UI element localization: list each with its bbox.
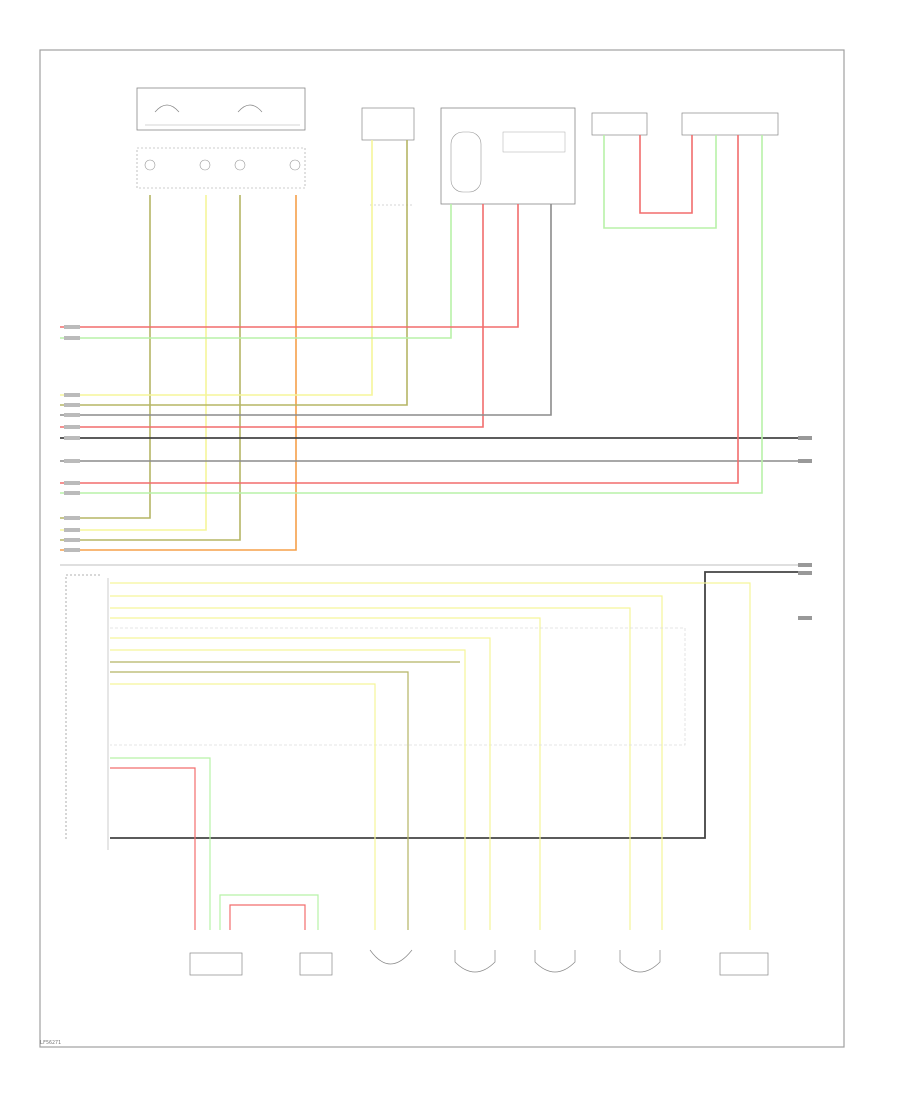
airbag-module xyxy=(65,574,109,850)
diagram-frame xyxy=(39,49,845,1048)
airbag-connector-component xyxy=(361,107,415,206)
seat-belt-connector xyxy=(136,147,306,189)
pillar-connector-2 xyxy=(681,112,779,136)
left-tags xyxy=(64,325,80,552)
impact-sensor-component xyxy=(440,107,576,205)
seat-belt-switch-component xyxy=(136,87,306,131)
bottom-components xyxy=(189,949,769,976)
footer-code: LF56271 xyxy=(40,1040,62,1046)
right-tags xyxy=(798,436,812,620)
wire-set xyxy=(60,135,800,930)
pillar-connector-1 xyxy=(591,112,648,136)
